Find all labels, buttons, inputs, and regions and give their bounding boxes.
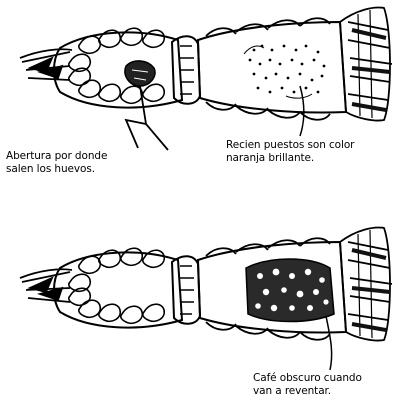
- annotation-fresh-eggs: Recien puestos son color naranja brillan…: [226, 139, 354, 164]
- lobster-top: [20, 8, 392, 150]
- annotation-dark-eggs: Café obscuro cuando van a reventar.: [253, 372, 362, 397]
- lobster-bottom: [20, 228, 392, 370]
- leader-line-fresh-eggs: [300, 86, 304, 136]
- genital-opening-top: [125, 61, 155, 86]
- eggs-bright-orange: [244, 45, 325, 99]
- eggs-dark-brown: [246, 259, 334, 322]
- annotation-opening-line2: salen los huevos.: [6, 163, 107, 176]
- leader-line-opening: [126, 86, 168, 150]
- annotation-dark-eggs-line1: Café obscuro cuando: [253, 372, 362, 385]
- annotation-fresh-eggs-line2: naranja brillante.: [226, 152, 354, 165]
- head-antennae-top: [20, 49, 72, 80]
- head-antennae-bottom: [20, 269, 72, 302]
- annotation-opening: Abertura por donde salen los huevos.: [6, 150, 107, 175]
- annotation-dark-eggs-line2: van a reventar.: [253, 385, 362, 398]
- annotation-fresh-eggs-line1: Recien puestos son color: [226, 139, 354, 152]
- tail-fan-bottom: [340, 228, 392, 341]
- leader-line-dark-eggs: [326, 316, 332, 370]
- leg-bases-bottom: [69, 248, 164, 323]
- annotation-opening-line1: Abertura por donde: [6, 150, 107, 163]
- tail-fan-top: [340, 8, 392, 121]
